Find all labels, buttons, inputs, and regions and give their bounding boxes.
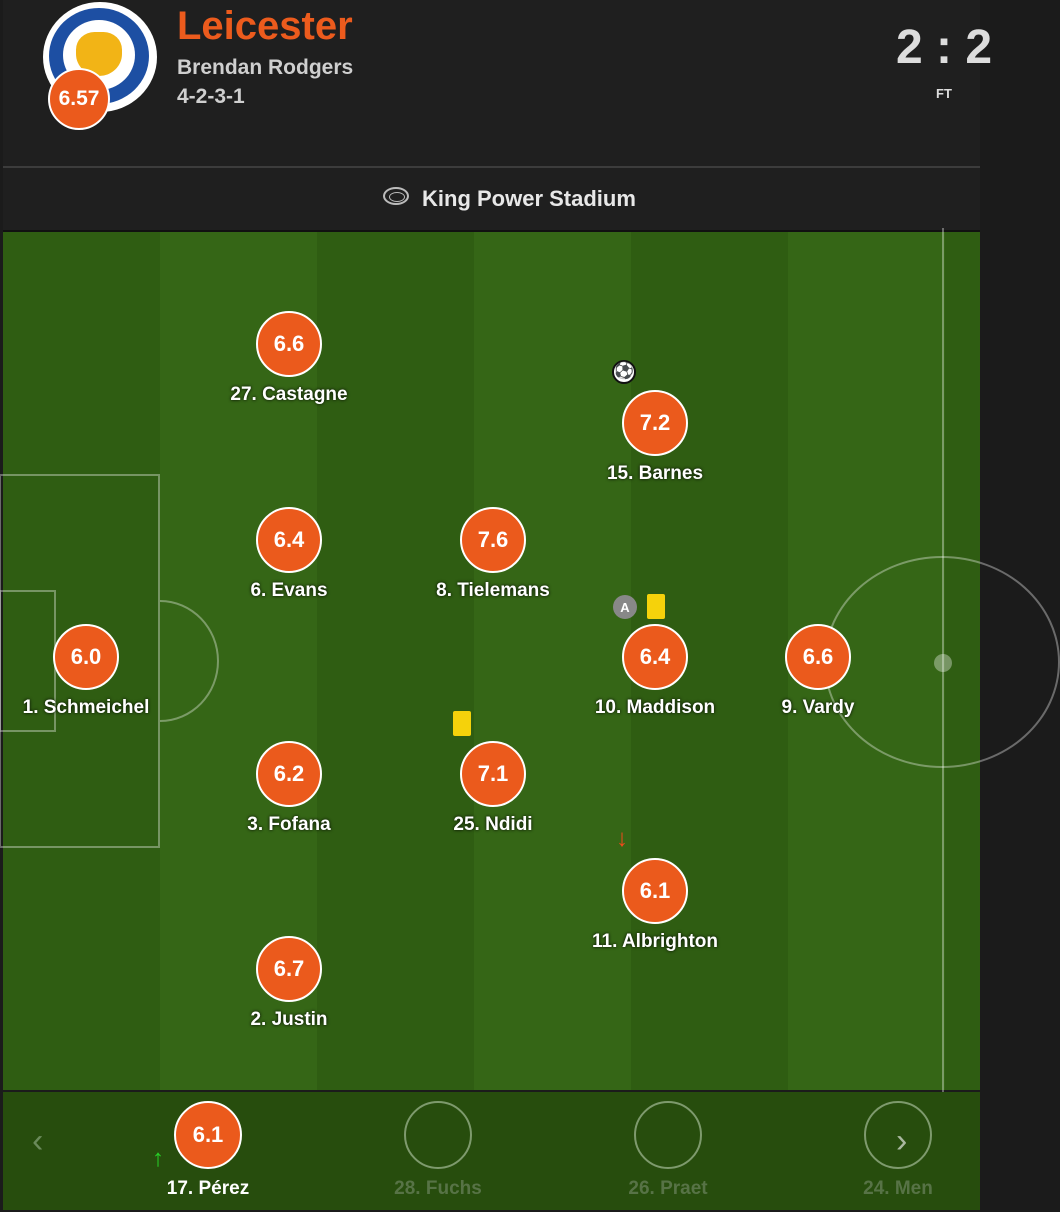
substitute-placeholder [634,1101,702,1169]
chevron-right-icon[interactable]: › [896,1122,908,1160]
player-rating: 7.6 [460,507,526,573]
player-rating: 6.2 [256,741,322,807]
captain-icon: A [613,595,637,619]
penalty-box [0,474,160,848]
team-header: 6.57 Leicester Brendan Rodgers 4-2-3-1 2… [3,0,992,166]
player-rating: 6.6 [785,624,851,690]
player-name: 27. Castagne [230,384,348,405]
yellow-card-icon [453,711,471,736]
goal-ball-icon: ⚽ [612,360,636,384]
player-name: 25. Ndidi [453,814,533,835]
player-name: 2. Justin [250,1009,328,1030]
player-name: 1. Schmeichel [22,697,150,718]
player-rating: 6.6 [256,311,322,377]
sub-on-arrow-icon: ↑ [152,1145,164,1172]
manager-name: Brendan Rodgers [177,56,354,79]
player-rating: 6.0 [53,624,119,690]
match-status: FT [936,86,952,101]
divider [3,166,980,168]
player-rating: 7.2 [622,390,688,456]
formation: 4-2-3-1 [177,85,245,108]
team-rating-badge: 6.57 [48,68,110,130]
player-name: 3. Fofana [247,814,331,835]
player-rating: 6.1 [622,858,688,924]
venue-bar: King Power Stadium [3,168,980,232]
substitute-rating: 6.1 [174,1101,242,1169]
substitute-name: 28. Fuchs [394,1178,482,1199]
player-rating: 6.7 [256,936,322,1002]
player-name: 15. Barnes [606,463,704,484]
substitute-name: 17. Pérez [166,1178,250,1199]
player-rating: 6.4 [256,507,322,573]
substitute-placeholder [404,1101,472,1169]
player-name: 8. Tielemans [436,580,550,601]
substitutes-bar: ‹ ↑ 6.1 17. Pérez 28. Fuchs 26. Praet 24… [3,1092,980,1210]
player-name: 10. Maddison [594,697,716,718]
player-name: 6. Evans [250,580,328,601]
substitute-name: 26. Praet [628,1178,708,1199]
substitute-name: 24. Men [863,1178,933,1199]
venue-name: King Power Stadium [422,186,636,211]
player-name: 9. Vardy [781,697,855,718]
yellow-card-icon [647,594,665,619]
match-score: 2 : 2 [896,21,993,74]
player-rating: 7.1 [460,741,526,807]
player-name: 11. Albrighton [592,931,718,952]
substitute-placeholder [864,1101,932,1169]
team-name[interactable]: Leicester [177,4,353,48]
team-crest-icon [43,2,157,112]
center-spot [934,654,952,672]
pitch: 6.0 1. Schmeichel 6.6 27. Castagne 6.4 6… [0,228,1060,1094]
player-rating: 6.4 [622,624,688,690]
stadium-icon [383,187,409,205]
chevron-left-icon[interactable]: ‹ [32,1122,44,1160]
sub-off-arrow-icon: ↓ [616,825,628,852]
